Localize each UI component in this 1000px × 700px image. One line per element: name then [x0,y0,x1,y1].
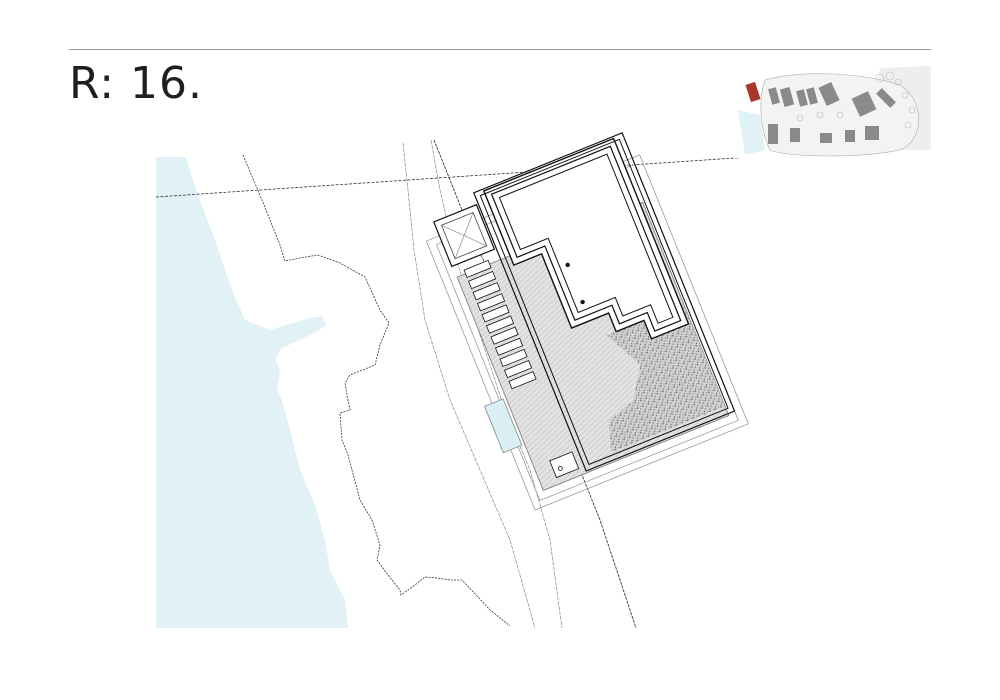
highlighted-building [745,81,761,103]
pool [484,398,523,454]
top-divider-rule [69,49,931,50]
reference-dashed-line [155,156,751,198]
service-box [549,451,580,479]
property-boundary [242,154,511,627]
water-body [156,157,348,628]
planting [606,304,726,453]
main-roof-inner [498,153,674,324]
page-title: R: 16. [69,58,204,109]
roof-drain [565,262,570,268]
key-map-thumbnail [735,66,931,158]
road-edge-right [430,139,563,629]
building-footprint [425,132,749,511]
roof-drain [580,299,585,305]
road-edge-left [402,142,536,629]
main-roof-middle [490,145,682,332]
main-roof-outer [482,137,690,340]
stair [463,259,537,390]
